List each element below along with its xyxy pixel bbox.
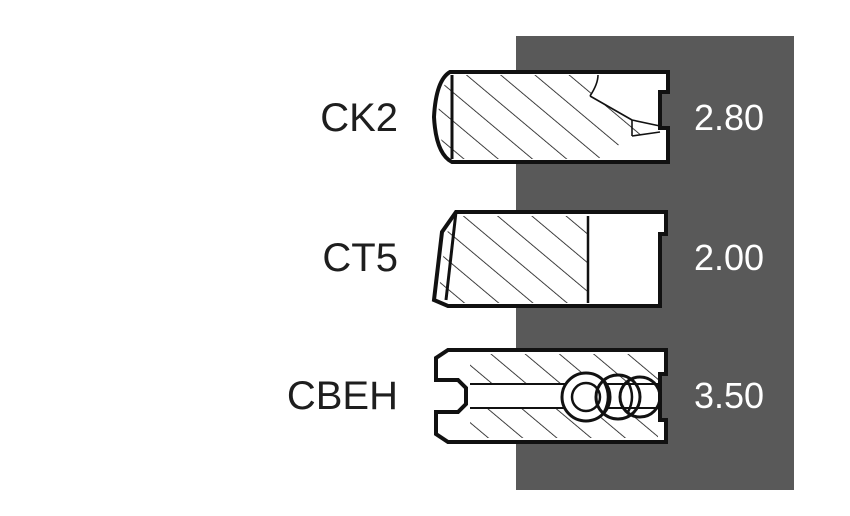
ring-section-ct5 bbox=[431, 210, 668, 308]
ring-value-cbeh: 3.50 bbox=[694, 375, 765, 416]
ring-section-ck2 bbox=[431, 70, 670, 164]
ring-value-ck2: 2.80 bbox=[694, 97, 765, 138]
ring-section-cbeh bbox=[434, 348, 668, 444]
ring-label-cbeh: CBEH bbox=[286, 374, 398, 418]
ring-label-ct5: CT5 bbox=[322, 236, 398, 280]
ring-value-ct5: 2.00 bbox=[694, 237, 765, 278]
ring-label-ck2: CK2 bbox=[320, 96, 398, 140]
